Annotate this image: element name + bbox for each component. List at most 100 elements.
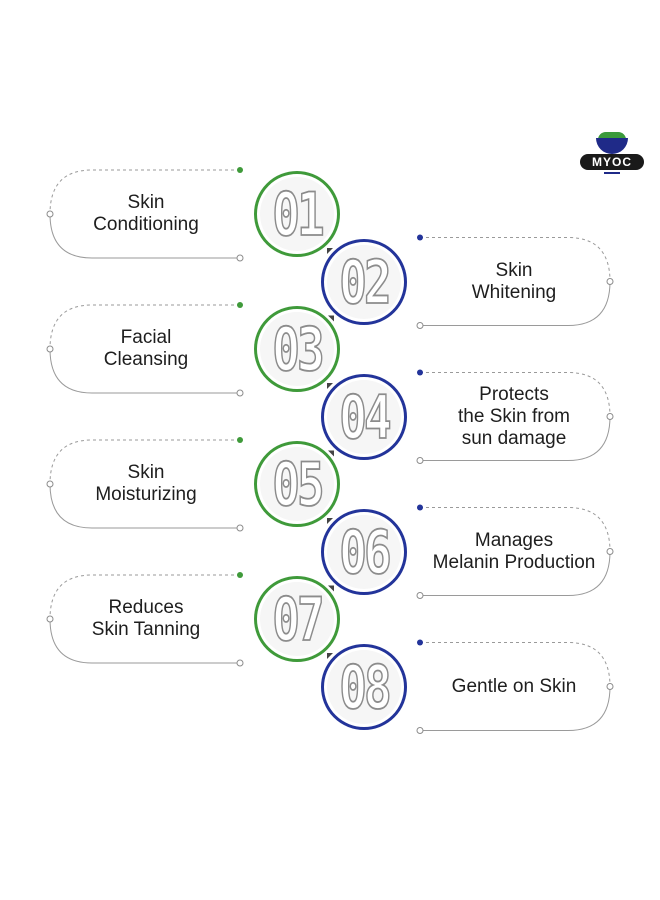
myoc-logo: MYOC	[580, 132, 644, 176]
step-label-line: Manages	[474, 529, 554, 551]
step-label: Gentle on Skin	[424, 676, 604, 698]
arrow-icon	[328, 315, 334, 322]
herb-icon	[598, 132, 626, 142]
step-number: 05	[272, 448, 326, 520]
end-dot	[236, 524, 244, 532]
ring-inner	[327, 514, 401, 589]
ring	[321, 238, 407, 325]
solid-connector	[49, 618, 240, 664]
mid-dot	[606, 548, 614, 555]
step-number-circle: 03	[254, 306, 340, 392]
step-label-line: Skin Tanning	[91, 619, 201, 640]
ring-inner	[327, 649, 401, 724]
ring-inner	[260, 447, 334, 521]
ring	[254, 306, 340, 392]
mid-dot	[606, 413, 614, 420]
end-dot	[236, 254, 244, 262]
solid-connector	[420, 416, 611, 461]
start-dot	[417, 369, 423, 376]
ring	[321, 373, 407, 460]
step-label-line: sun damage	[461, 427, 567, 449]
step-label-line: Cleansing	[103, 349, 189, 370]
ring	[321, 643, 407, 730]
end-dot	[416, 322, 424, 329]
step-number: 01	[272, 178, 326, 250]
ring-inner	[327, 379, 401, 454]
end-dot	[416, 727, 424, 734]
ring-inner	[260, 177, 334, 251]
bowl-icon	[596, 138, 628, 154]
step-number-circle: 07	[254, 576, 340, 662]
mid-dot	[606, 278, 614, 285]
solid-connector	[49, 213, 240, 259]
step-label-line: Conditioning	[93, 214, 199, 235]
arrow-icon	[328, 585, 334, 592]
ring-inner	[260, 312, 334, 386]
step-number: 03	[272, 313, 326, 385]
end-dot	[236, 389, 244, 397]
mid-dot	[46, 615, 54, 623]
step-label-line: Facial	[120, 327, 172, 348]
step-number-circle: 04	[321, 373, 407, 460]
ring	[254, 576, 340, 662]
arrow-icon	[327, 518, 333, 524]
step-number: 07	[272, 583, 326, 655]
mid-dot	[46, 210, 54, 218]
step-label-line: the Skin from	[458, 405, 570, 427]
start-dot	[417, 639, 423, 646]
start-dot	[237, 302, 243, 308]
step-number-circle: 08	[321, 643, 407, 730]
step-number-circle: 02	[321, 238, 407, 325]
step-number: 02	[339, 245, 393, 317]
logo-underline	[604, 172, 620, 174]
ring	[321, 508, 407, 595]
ring	[254, 171, 340, 257]
step-label-line: Skin	[127, 192, 165, 213]
step-label-line: Whitening	[471, 281, 557, 303]
ring-inner	[327, 244, 401, 319]
step-label-line: Gentle on Skin	[451, 675, 577, 697]
start-dot	[417, 504, 423, 511]
start-dot	[237, 167, 243, 173]
end-dot	[236, 659, 244, 667]
step-label-line: Melanin Production	[432, 551, 596, 573]
arrow-icon	[328, 450, 334, 457]
step-label-line: Skin	[495, 259, 533, 281]
solid-connector	[420, 551, 611, 596]
step-label-line: Moisturizing	[95, 484, 197, 505]
arrow-icon	[327, 653, 333, 659]
step-label-line: Skin	[127, 462, 165, 483]
end-dot	[416, 457, 424, 464]
start-dot	[237, 437, 243, 443]
start-dot	[237, 572, 243, 578]
step-number: 04	[339, 380, 393, 452]
step-number-circle: 01	[254, 171, 340, 257]
ring	[254, 441, 340, 527]
step-label-line: Reduces	[108, 597, 184, 618]
solid-connector	[420, 686, 611, 731]
logo-text: MYOC	[580, 154, 644, 170]
step-number-circle: 05	[254, 441, 340, 527]
step-number-circle: 06	[321, 508, 407, 595]
start-dot	[417, 234, 423, 241]
mid-dot	[46, 345, 54, 353]
mid-dot	[46, 480, 54, 488]
step-number: 08	[339, 650, 393, 722]
step-label-line: Protects	[479, 383, 549, 405]
ring-inner	[260, 582, 334, 656]
mid-dot	[606, 683, 614, 690]
solid-connector	[420, 281, 611, 326]
solid-connector	[49, 348, 240, 394]
end-dot	[416, 592, 424, 599]
step-number: 06	[339, 515, 393, 587]
arrow-icon	[327, 383, 333, 389]
